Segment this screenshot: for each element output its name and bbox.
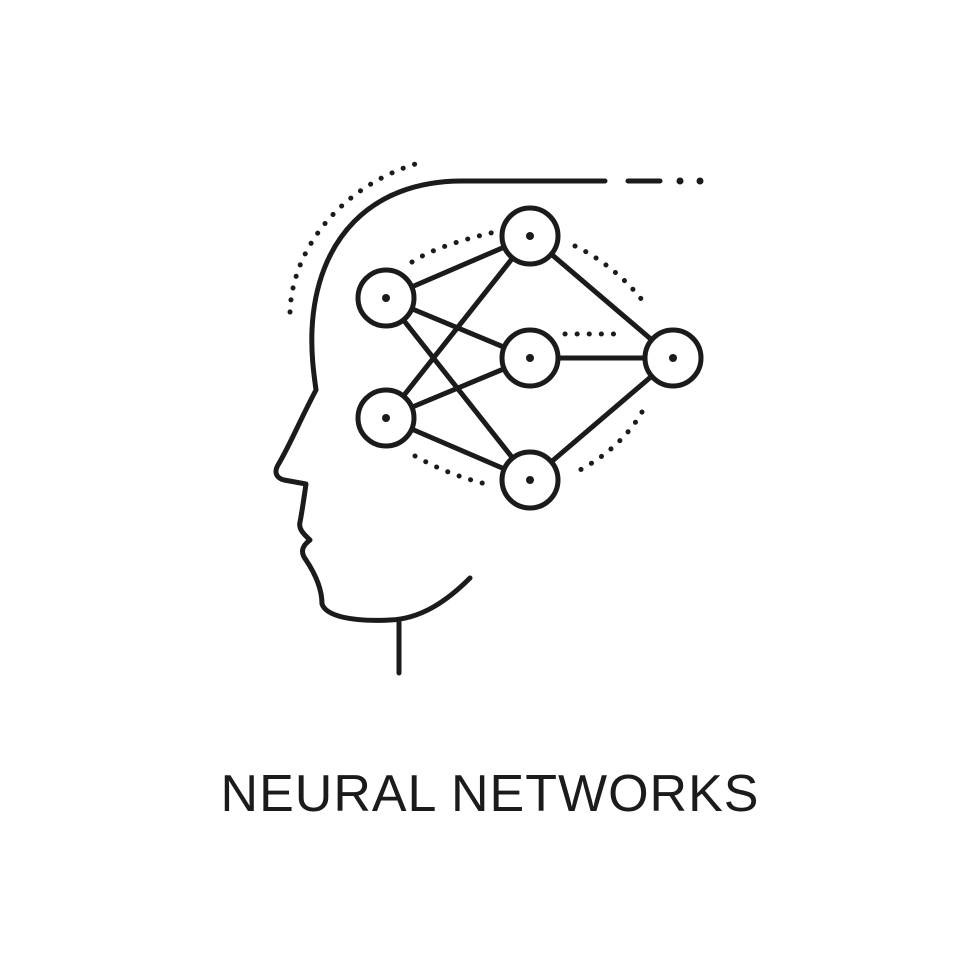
top-dot-1 <box>676 177 684 185</box>
dotted-arc-bottom <box>412 453 489 487</box>
network-node-hidden-middle <box>499 327 561 389</box>
network-node-input-bottom <box>355 387 417 449</box>
top-dot-2 <box>696 177 704 185</box>
dotted-arc-right-top <box>572 243 645 303</box>
network-node-hidden-top <box>499 205 561 267</box>
caption-title: NEURAL NETWORKS <box>220 765 760 823</box>
network-node-input-top <box>355 267 417 329</box>
network-node-hidden-bottom <box>499 449 561 511</box>
dotted-arc-right-bottom <box>573 409 645 475</box>
network-node-output <box>642 327 704 389</box>
head-outline <box>273 178 608 623</box>
dotted-arc-outer <box>287 159 425 315</box>
